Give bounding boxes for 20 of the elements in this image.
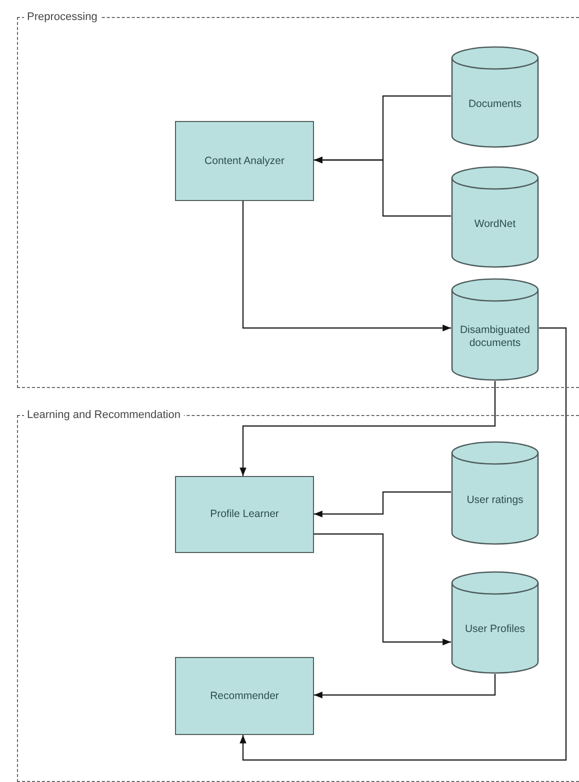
node-label: WordNet bbox=[473, 218, 517, 230]
arrow bbox=[240, 381, 496, 476]
node-label: User Profiles bbox=[464, 623, 526, 636]
group-label: Preprocessing bbox=[24, 10, 100, 24]
node-label: Profile Learner bbox=[210, 508, 279, 521]
node-label: User ratings bbox=[466, 494, 524, 506]
process-box bbox=[175, 657, 314, 735]
process-box bbox=[175, 476, 314, 553]
group-label: Learning and Recommendation bbox=[24, 408, 184, 422]
arrow bbox=[314, 533, 451, 646]
arrow bbox=[242, 201, 451, 332]
node-label: Content Analyzer bbox=[204, 154, 284, 168]
node-label: Documents bbox=[467, 98, 523, 110]
arrow bbox=[314, 156, 451, 217]
node-label: Recommender bbox=[210, 690, 279, 702]
node-label: Disambiguated documents bbox=[458, 324, 532, 350]
arrow bbox=[240, 327, 567, 761]
process-box bbox=[175, 121, 314, 201]
arrow bbox=[314, 674, 496, 698]
arrow bbox=[314, 491, 451, 518]
